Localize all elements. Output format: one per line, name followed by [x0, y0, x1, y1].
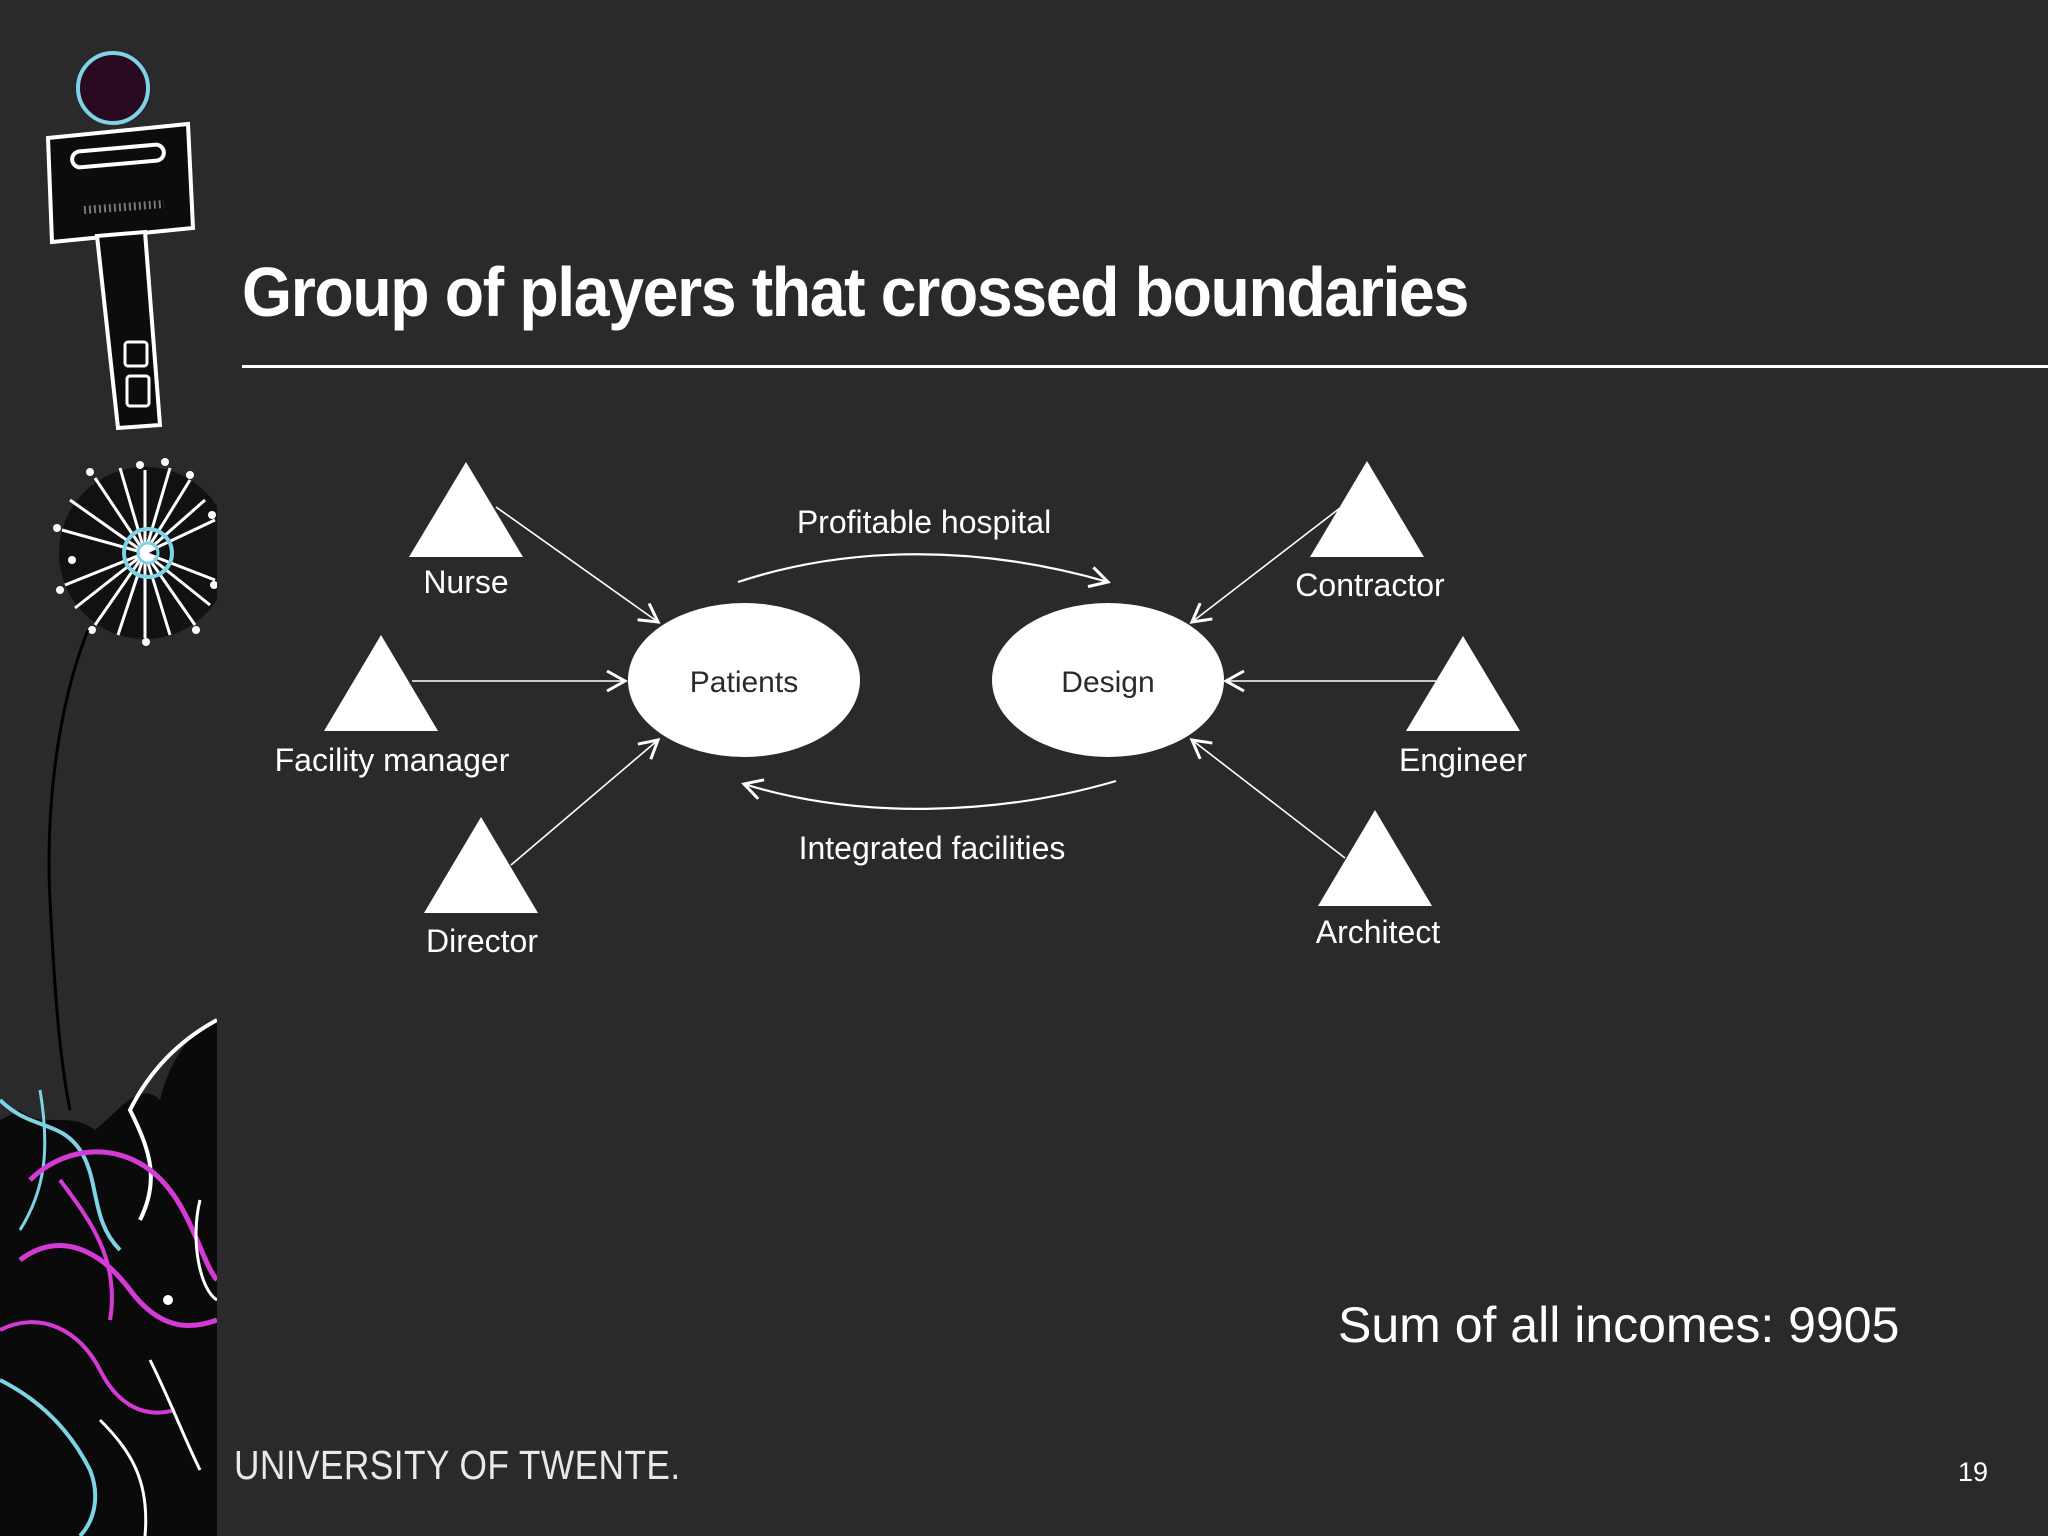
university-logo: UNIVERSITY OF TWENTE.	[234, 1442, 681, 1488]
architect-triangle-icon	[1318, 810, 1432, 906]
director-player: Director	[424, 740, 658, 959]
sum-of-incomes: Sum of all incomes: 9905	[1338, 1297, 1900, 1353]
dandelion-icon	[47, 458, 217, 1111]
engineer-triangle-icon	[1406, 636, 1520, 731]
patients-node: Patients	[628, 603, 860, 757]
contractor-triangle-icon	[1310, 461, 1424, 557]
director-triangle-icon	[424, 817, 538, 913]
contractor-player: Contractor	[1192, 461, 1445, 622]
nurse-triangle-icon	[409, 462, 523, 557]
flower-icon	[0, 1018, 217, 1536]
architect-player: Architect	[1192, 740, 1440, 950]
facility-manager-label: Facility manager	[275, 742, 510, 778]
architect-label: Architect	[1316, 914, 1441, 950]
contractor-label: Contractor	[1295, 567, 1445, 603]
left-decoration	[0, 0, 217, 1536]
patients-label: Patients	[690, 666, 798, 699]
facility-manager-player: Facility manager	[275, 635, 625, 778]
profitable-hospital-arrow	[737, 553, 1108, 582]
page-number: 19	[1958, 1457, 1989, 1487]
facility-manager-triangle-icon	[324, 635, 438, 731]
design-label: Design	[1061, 666, 1154, 699]
nurse-player: Nurse	[409, 462, 658, 622]
engineer-player: Engineer	[1226, 636, 1527, 778]
title-divider	[242, 365, 2048, 368]
slide-title: Group of players that crossed boundaries	[242, 253, 1469, 331]
integrated-facilities-arrow	[744, 781, 1117, 810]
design-node: Design	[992, 603, 1224, 757]
profitable-hospital-label: Profitable hospital	[797, 504, 1051, 540]
usb-stick-icon	[45, 51, 196, 431]
integrated-facilities-label: Integrated facilities	[799, 830, 1066, 866]
director-label: Director	[426, 923, 538, 959]
engineer-label: Engineer	[1399, 742, 1527, 778]
nurse-label: Nurse	[423, 564, 508, 600]
